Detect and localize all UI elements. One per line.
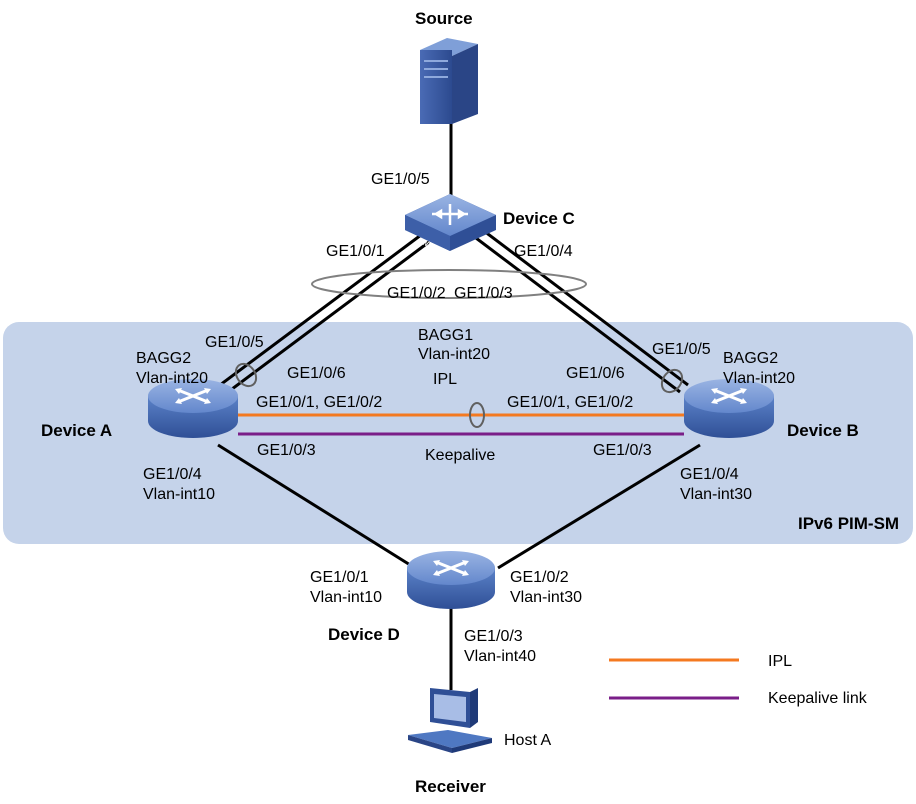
a-vlan20-label: Vlan-int20: [136, 370, 208, 387]
link-c-b-1: [471, 233, 681, 394]
d-ge101-label: GE1/0/1: [310, 569, 369, 586]
b-vlan30-label: Vlan-int30: [680, 486, 752, 503]
device-b-router-icon: [684, 379, 774, 438]
link-c-a-1: [215, 233, 422, 390]
ipl-bagg1-label: BAGG1: [418, 327, 473, 344]
device-d-label: Device D: [328, 625, 400, 644]
a-ge105-label: GE1/0/5: [205, 334, 264, 351]
c-ge104-label: GE1/0/4: [514, 243, 573, 260]
c-ge105-label: GE1/0/5: [371, 171, 430, 188]
d-ge103-label: GE1/0/3: [464, 628, 523, 645]
device-c-switch-icon: SWITCH: [405, 194, 496, 255]
a-ge106-label: GE1/0/6: [287, 365, 346, 382]
b-ge104-label: GE1/0/4: [680, 466, 739, 483]
a-bagg2-label: BAGG2: [136, 350, 191, 367]
a-ge104-label: GE1/0/4: [143, 466, 202, 483]
b-vlan20-label: Vlan-int20: [723, 370, 795, 387]
link-b-d: [497, 443, 701, 570]
keepalive-text-label: Keepalive: [425, 447, 495, 464]
b-ge103-label: GE1/0/3: [593, 442, 652, 459]
host-a-label: Host A: [504, 732, 551, 749]
b-bagg2-label: BAGG2: [723, 350, 778, 367]
b-ipl-ports-label: GE1/0/1, GE1/0/2: [507, 394, 633, 411]
legend-keepalive-label: Keepalive link: [768, 690, 868, 707]
source-label: Source: [415, 9, 473, 28]
c-ge103-label: GE1/0/3: [454, 285, 513, 302]
link-c-b-2: [479, 226, 689, 387]
ipl-ellipse: [469, 402, 485, 428]
link-c-a-2: [223, 240, 430, 397]
device-a-label: Device A: [41, 421, 112, 440]
legend-ipl-label: IPL: [768, 653, 792, 670]
bagg1-ellipse-c: [311, 269, 587, 299]
c-ge101-label: GE1/0/1: [326, 243, 385, 260]
bagg2-ellipse-a: [234, 362, 258, 388]
device-d-router-icon: [407, 551, 495, 609]
bagg2-ellipse-b: [660, 368, 684, 394]
b-ge105-label: GE1/0/5: [652, 341, 711, 358]
device-b-label: Device B: [787, 421, 859, 440]
d-vlan10-label: Vlan-int10: [310, 589, 382, 606]
a-vlan10-label: Vlan-int10: [143, 486, 215, 503]
link-a-d: [217, 443, 416, 570]
c-ge102-label: GE1/0/2: [387, 285, 446, 302]
a-ge103-label: GE1/0/3: [257, 442, 316, 459]
d-ge102-label: GE1/0/2: [510, 569, 569, 586]
receiver-label: Receiver: [415, 777, 486, 796]
device-c-label: Device C: [503, 209, 575, 228]
d-vlan30-label: Vlan-int30: [510, 589, 582, 606]
d-vlan40-label: Vlan-int40: [464, 648, 536, 665]
region-label: IPv6 PIM-SM: [798, 514, 899, 533]
ipl-vlan20-label: Vlan-int20: [418, 346, 490, 363]
host-a-computer-icon: [408, 688, 492, 753]
source-server-icon: [420, 38, 478, 124]
b-ge106-label: GE1/0/6: [566, 365, 625, 382]
a-ipl-ports-label: GE1/0/1, GE1/0/2: [256, 394, 382, 411]
device-a-router-icon: [148, 379, 238, 438]
ipl-text-label: IPL: [433, 371, 457, 388]
